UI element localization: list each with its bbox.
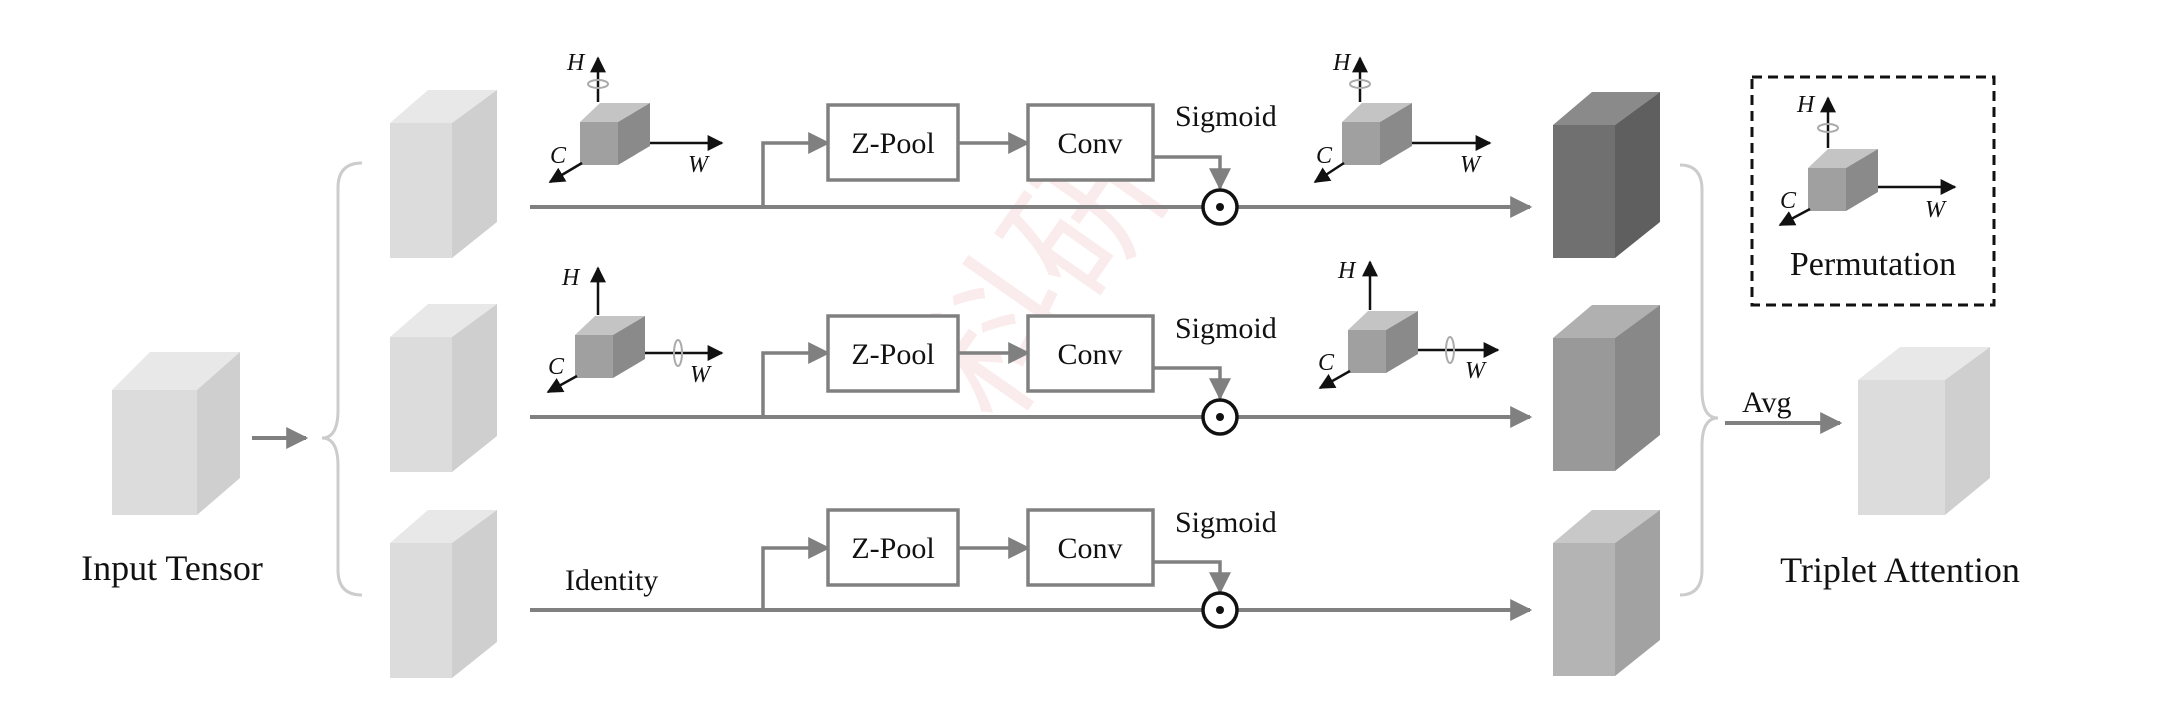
branch-3-zpool-label: Z-Pool (851, 532, 934, 565)
branch-2-axis-w-label: W (690, 362, 712, 388)
branch-2-conv-label: Conv (1057, 338, 1122, 371)
split-brace (321, 161, 363, 597)
permutation-legend: H C W Permutation (1750, 75, 1996, 307)
branch-2-out-axis-c-label: C (1318, 350, 1335, 376)
branch-3-input-cube (390, 510, 497, 678)
branch-2-input-cube (390, 304, 497, 472)
branch-2-axis-h-label: H (561, 265, 581, 291)
branch-1-axis-h-label: H (566, 50, 586, 76)
branch-3-skip-arrow (761, 537, 831, 610)
branch-1-out-axis-c-label: C (1316, 143, 1333, 169)
branch-3: Identity Z-Pool Conv Sigmoid (530, 506, 1533, 629)
branch-1-sigmoid-arrow (1153, 155, 1231, 191)
branch-1-rotation-axes-in: H C W (548, 50, 724, 184)
legend-axis-c-label: C (1780, 188, 1797, 214)
branch-1-skip-arrow (761, 132, 831, 207)
branch-1-axis-c-label: C (550, 143, 567, 169)
branch-1-sigmoid-label: Sigmoid (1175, 100, 1277, 133)
branch-2-conv-box (1026, 314, 1155, 393)
branch-2-axis-c-label: C (548, 354, 565, 380)
branch-2-out-axis-w-label: W (1465, 358, 1487, 384)
branch-1-multiply-node (1201, 188, 1239, 226)
branch-2-sigmoid-arrow (1153, 366, 1231, 401)
branch-3-conv-box (1026, 508, 1155, 587)
branch-1-conv-label: Conv (1057, 127, 1122, 160)
branch-2-output-cube (1553, 305, 1660, 471)
identity-label: Identity (565, 564, 658, 597)
input-tensor-label: Input Tensor (81, 548, 263, 588)
branch-2-rotation-axes-in: H C W (546, 265, 724, 394)
branch-2-rotation-axes-out: H C W (1318, 258, 1500, 390)
branch-3-output-cube (1553, 510, 1660, 676)
merge-brace (1679, 163, 1719, 597)
branch-2-out-axis-h-label: H (1337, 258, 1357, 284)
branch-1: H C W Z-Pool Conv Sigmoid H C W (530, 50, 1533, 226)
branch-2-zpool-label: Z-Pool (851, 338, 934, 371)
branch-1-axis-w-label: W (688, 152, 710, 178)
branch-3-conv-label: Conv (1057, 532, 1122, 565)
branch-1-out-axis-w-label: W (1460, 152, 1482, 178)
branch-1-rotation-axes-out: H C W (1313, 50, 1492, 184)
output-label: Triplet Attention (1780, 550, 2020, 590)
branch-2: H C W Z-Pool Conv Sigmoid H C W (530, 258, 1533, 436)
branch-2-skip-arrow (761, 342, 831, 417)
branch-1-zpool-box (826, 103, 960, 182)
branch-3-zpool-box (826, 508, 960, 587)
branch-1-out-axis-h-label: H (1332, 50, 1352, 76)
branch-2-sigmoid-label: Sigmoid (1175, 312, 1277, 345)
branch-1-zpool-label: Z-Pool (851, 127, 934, 160)
triplet-attention-output-cube (1858, 347, 1990, 515)
legend-axis-w-label: W (1925, 197, 1947, 223)
branch-1-input-cube (390, 90, 497, 258)
branch-3-sigmoid-label: Sigmoid (1175, 506, 1277, 539)
branch-3-multiply-node (1201, 591, 1239, 629)
branch-1-output-cube (1553, 92, 1660, 258)
input-tensor-cube (112, 352, 240, 515)
branch-3-sigmoid-arrow (1153, 560, 1231, 595)
legend-axis-h-label: H (1796, 92, 1816, 118)
branch-1-conv-box (1026, 103, 1155, 182)
branch-2-multiply-node (1201, 398, 1239, 436)
avg-label: Avg (1742, 386, 1791, 419)
permutation-label: Permutation (1790, 246, 1956, 283)
